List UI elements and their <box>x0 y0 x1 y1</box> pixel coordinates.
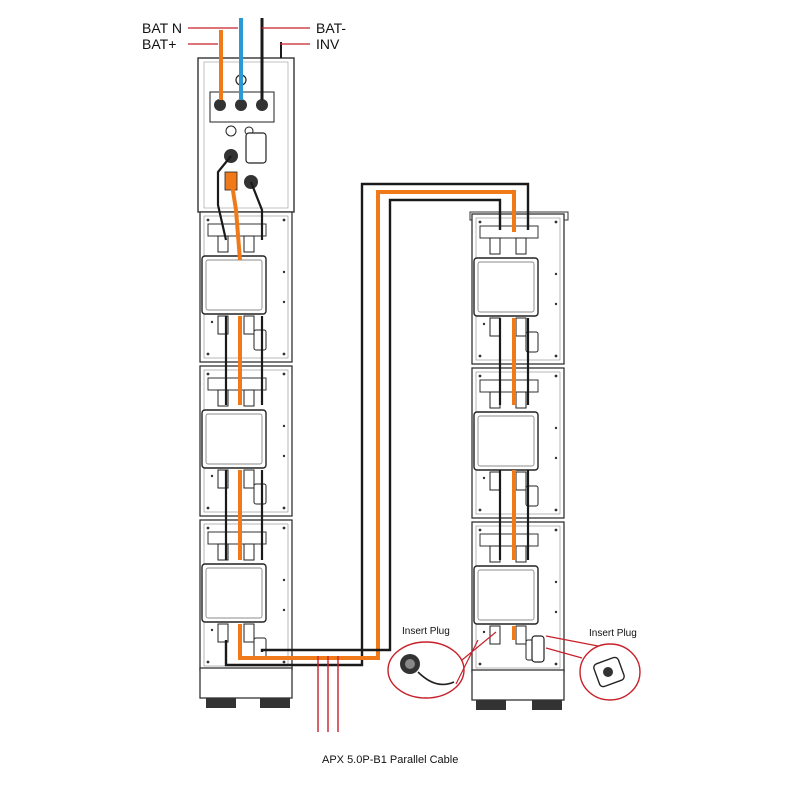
label-bat-minus: BAT- <box>316 20 346 36</box>
cables <box>216 18 545 732</box>
label-insert-plug-left: Insert Plug <box>402 626 450 637</box>
left-control-box <box>197 57 295 213</box>
label-inv: INV <box>316 36 340 52</box>
insert-plug-callout-left: Insert Plug <box>387 626 497 699</box>
right-battery-stack <box>469 211 569 710</box>
top-terminal-labels: BAT N BAT+ BAT- INV <box>142 20 346 52</box>
left-battery-stack <box>197 57 295 708</box>
label-bat-plus: BAT+ <box>142 36 176 52</box>
label-bat-n: BAT N <box>142 20 182 36</box>
label-insert-plug-right: Insert Plug <box>589 628 637 639</box>
insert-plug-callout-right: Insert Plug <box>545 628 641 701</box>
caption-parallel-cable: APX 5.0P-B1 Parallel Cable <box>322 754 458 766</box>
